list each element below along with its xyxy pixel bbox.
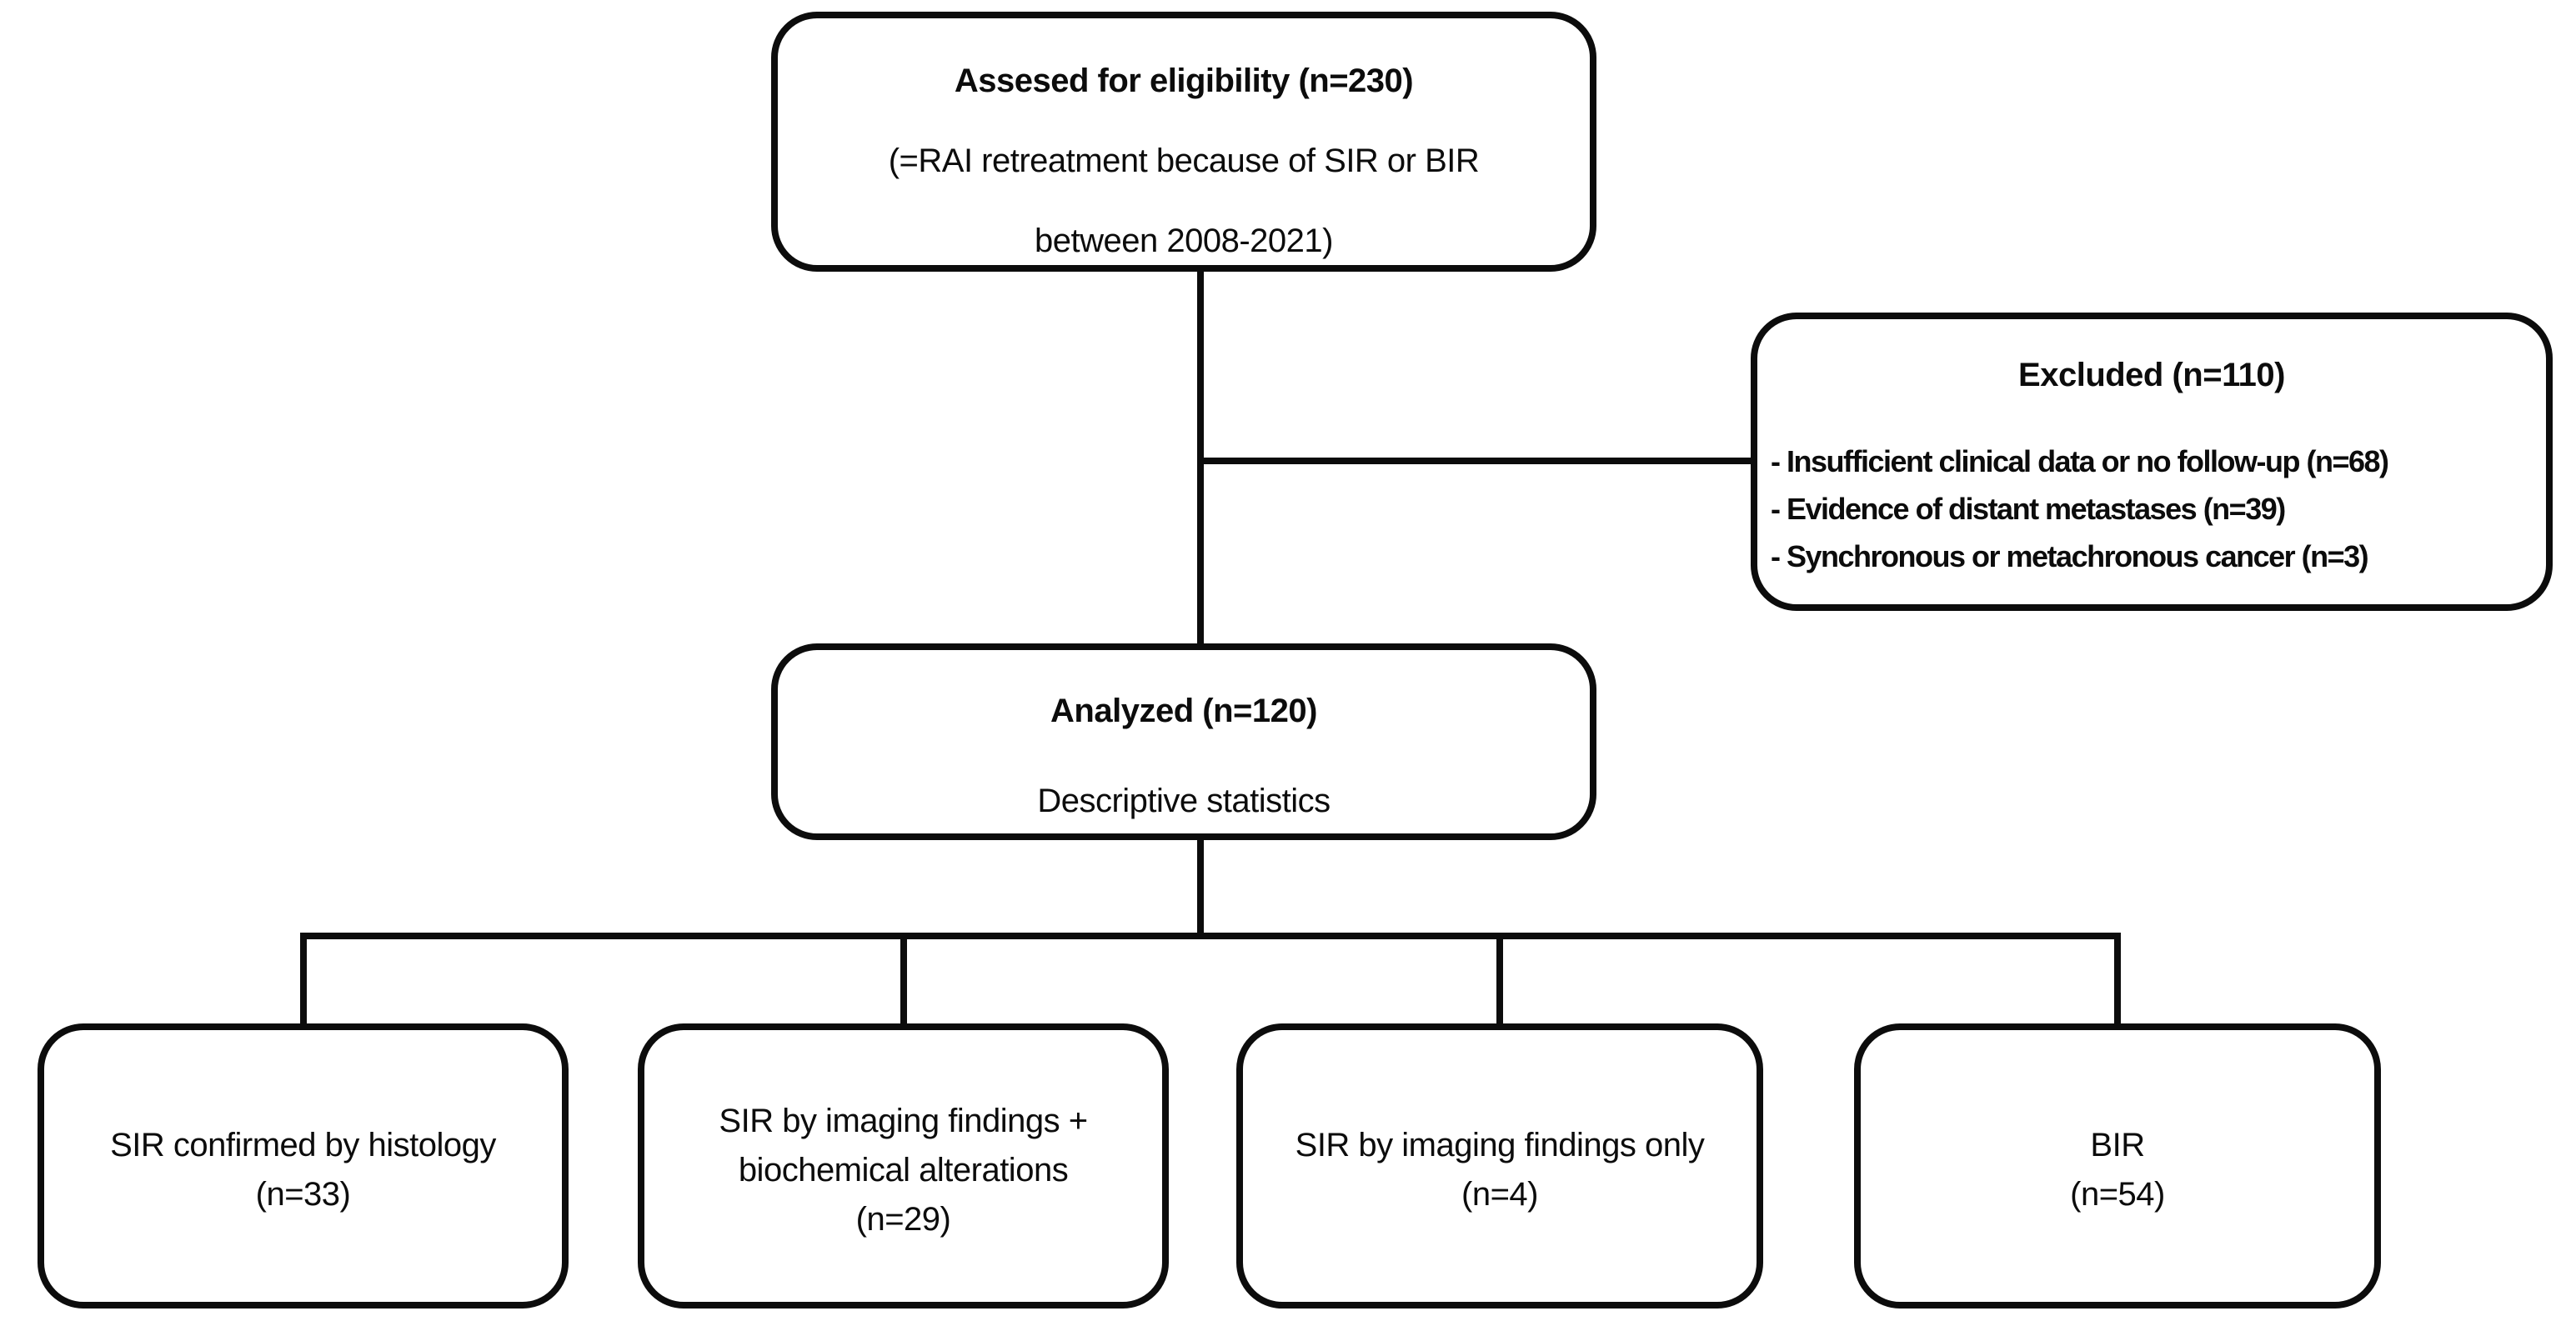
- excluded-reason: - Synchronous or metachronous cancer (n=…: [1771, 539, 2369, 573]
- analyzed-box: Analyzed (n=120) Descriptive statistics: [771, 643, 1596, 840]
- outcome-label: SIR by imaging findings only: [1295, 1127, 1705, 1163]
- analyzed-body: Descriptive statistics: [1037, 783, 1331, 819]
- excluded-reason: - Insufficient clinical data or no follo…: [1771, 444, 2389, 478]
- outcome-label: biochemical alterations: [738, 1151, 1069, 1188]
- outcome-count: (n=29): [855, 1200, 951, 1238]
- outcome-box-bir: BIR (n=54): [1854, 1023, 2381, 1308]
- connector-drop-outcome-4: [2114, 933, 2121, 1030]
- outcome-label: SIR confirmed by histology: [110, 1127, 496, 1163]
- outcome-count: (n=54): [2070, 1176, 2165, 1213]
- connector-drop-outcome-2: [900, 933, 907, 1030]
- connector-branch-horizontal: [300, 933, 2121, 939]
- excluded-box: Excluded (n=110) - Insufficient clinical…: [1751, 313, 2553, 611]
- eligibility-box: Assesed for eligibility (n=230) (=RAI re…: [771, 12, 1596, 272]
- connector-analyzed-to-branch: [1197, 835, 1204, 937]
- excluded-reason: - Evidence of distant metastases (n=39): [1771, 492, 2286, 526]
- excluded-title: Excluded (n=110): [2018, 357, 2285, 393]
- excluded-reason-list: - Insufficient clinical data or no follo…: [1757, 438, 2395, 580]
- outcome-box-sir-imaging-only: SIR by imaging findings only (n=4): [1236, 1023, 1763, 1308]
- outcome-box-sir-histology: SIR confirmed by histology (n=33): [38, 1023, 569, 1308]
- connector-drop-outcome-1: [300, 933, 307, 1030]
- eligibility-body-line1: (=RAI retreatment because of SIR or BIR: [888, 143, 1480, 179]
- eligibility-body-line2: between 2008-2021): [1035, 223, 1333, 259]
- outcome-label: BIR: [2090, 1127, 2145, 1163]
- outcome-count: (n=4): [1461, 1176, 1539, 1213]
- outcome-label: SIR by imaging findings +: [719, 1102, 1088, 1139]
- connector-to-excluded: [1197, 458, 1754, 464]
- outcome-count: (n=33): [255, 1176, 351, 1213]
- analyzed-title: Analyzed (n=120): [1050, 693, 1317, 729]
- eligibility-title: Assesed for eligibility (n=230): [954, 63, 1414, 99]
- connector-drop-outcome-3: [1496, 933, 1503, 1030]
- outcome-box-sir-imaging-biochemical: SIR by imaging findings + biochemical al…: [638, 1023, 1169, 1308]
